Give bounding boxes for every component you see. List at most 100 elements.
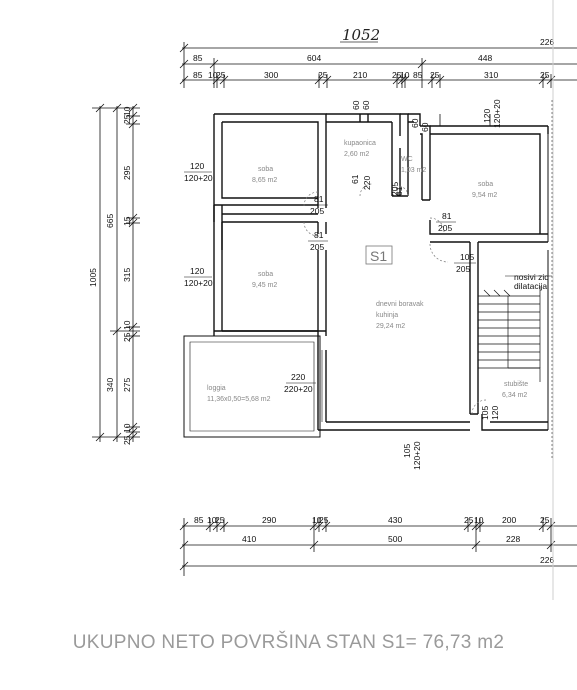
door-d1-height: 205 [310, 206, 324, 216]
room-stubiste-name: stubište [504, 381, 528, 388]
dim-left-10b: 10 [122, 320, 132, 330]
handwritten-total-dimension: 1052 [342, 26, 380, 44]
dim-bot2-500: 500 [388, 534, 402, 544]
door-wc-height: 220 [362, 176, 372, 190]
room-stubiste-area: 6,34 m2 [502, 392, 527, 399]
dim-bot1-25b: 25 [319, 515, 329, 525]
bottom-dimension-chains [179, 518, 577, 576]
door-d2-width: 81 [314, 230, 324, 240]
dim-bot1-10a: 10 [207, 515, 217, 525]
dim-top3-85a: 85 [193, 70, 203, 80]
room-dnevni-name: dnevni boravak [376, 301, 424, 308]
door-d3-width: 81 [442, 211, 452, 221]
opening-w2-width: 120 [190, 266, 204, 276]
dim-left-10c: 10 [122, 423, 132, 433]
room-soba3-area: 9,54 m2 [472, 192, 497, 199]
room-soba3-name: soba [478, 181, 493, 188]
dim-top-85: 85 [193, 53, 203, 63]
dim-bot1-10b: 10 [312, 515, 322, 525]
dim-top-448: 448 [478, 53, 492, 63]
opening-w4-height: 220+20 [284, 384, 313, 394]
dim-bot1-10c: 10 [474, 515, 484, 525]
dim-bot2-228: 228 [506, 534, 520, 544]
room-wc-area: 1,03 m2 [401, 167, 426, 174]
dim-bot1-25d: 25 [540, 515, 550, 525]
dim-top3-25b: 25 [318, 70, 328, 80]
door-bath-height: 205 [390, 182, 400, 196]
dim-left-15: 15 [122, 216, 132, 226]
door-swings [303, 183, 487, 415]
room-kuhinja-name: kuhinja [376, 312, 398, 319]
door-d4-height: 205 [456, 264, 470, 274]
dim-left-10a: 10 [122, 106, 132, 116]
opening-w5-height: 120+20 [412, 441, 422, 470]
dim-60-a: 60 [351, 100, 361, 110]
dim-60-b: 60 [361, 100, 371, 110]
door-d5-height: 120 [490, 406, 500, 420]
dim-left-315: 315 [122, 268, 132, 282]
unit-tag-box [365, 245, 393, 265]
room-dnevni-area: 29,24 m2 [376, 323, 405, 330]
door-bath-width: 61 [394, 186, 404, 196]
walls [183, 100, 553, 460]
dim-top3-25c: 25 [392, 70, 402, 80]
door-d3-height: 205 [438, 223, 452, 233]
door-d2-height: 205 [310, 242, 324, 252]
room-soba1-name: soba [258, 166, 273, 173]
opening-w3-height: 120+20 [492, 99, 502, 128]
dim-left-1005: 1005 [88, 268, 98, 287]
opening-w5-width: 105 [402, 444, 412, 458]
dim-bot2-410: 410 [242, 534, 256, 544]
room-soba2-area: 9,45 m2 [252, 282, 277, 289]
dim-bot1-85: 85 [194, 515, 204, 525]
dim-top3-25a: 25 [216, 70, 226, 80]
room-wc-name: WC [401, 156, 413, 163]
dim-left-295: 295 [122, 166, 132, 180]
room-kupaonica-name: kupaonica [344, 140, 376, 147]
total-area-caption: UKUPNO NETO POVRŠINA STAN S1= 76,73 m2 [72, 632, 505, 653]
opening-w2-height: 120+20 [184, 278, 213, 288]
opening-w1-width: 120 [190, 161, 204, 171]
room-loggia-name: loggia [207, 385, 226, 392]
dim-bot1-25a: 25 [215, 515, 225, 525]
left-dimension-chains [92, 103, 140, 442]
dim-left-25c: 25 [122, 435, 132, 445]
room-soba1-area: 8,65 m2 [252, 177, 277, 184]
door-d4-width: 105 [460, 252, 474, 262]
dim-top3-10a: 10 [208, 70, 218, 80]
dim-bot1-290: 290 [262, 515, 276, 525]
dim-top-226: 226 [540, 37, 554, 47]
top-dimension-chains [179, 42, 577, 88]
opening-w1-height: 120+20 [184, 173, 213, 183]
dim-left-340: 340 [105, 378, 115, 392]
dim-top3-310: 310 [484, 70, 498, 80]
annotation-dilatacija: dilatacija [514, 281, 547, 291]
dim-top-604: 604 [307, 53, 321, 63]
dim-bot3-226: 226 [540, 555, 554, 565]
dim-bot1-25c: 25 [464, 515, 474, 525]
dim-left-25a: 25 [122, 114, 132, 124]
door-d1-width: 81 [314, 194, 324, 204]
room-loggia-area: 11,36x0,50=5,68 m2 [207, 396, 271, 403]
annotation-nosivi-zid: nosivi zid [514, 272, 549, 282]
opening-w4-width: 220 [291, 372, 305, 382]
opening-w3-width: 120 [482, 109, 492, 123]
dim-left-25b: 25 [122, 332, 132, 342]
room-soba2-name: soba [258, 271, 273, 278]
dim-top3-25e: 25 [540, 70, 550, 80]
dim-60-c: 60 [410, 118, 420, 128]
dim-top3-10b: 10 [400, 70, 410, 80]
dim-left-665: 665 [105, 214, 115, 228]
dim-top3-210: 210 [353, 70, 367, 80]
dim-bot1-200: 200 [502, 515, 516, 525]
door-d5-width: 105 [480, 406, 490, 420]
dim-left-275: 275 [122, 378, 132, 392]
dim-60-d: 60 [420, 122, 430, 132]
unit-tag-s1: S1 [370, 248, 387, 264]
staircase [478, 286, 541, 382]
dim-top3-25d: 25 [430, 70, 440, 80]
dim-top3-85b: 85 [413, 70, 423, 80]
door-wc-width: 61 [350, 174, 360, 184]
room-kupaonica-area: 2,60 m2 [344, 151, 369, 158]
dim-bot1-430: 430 [388, 515, 402, 525]
